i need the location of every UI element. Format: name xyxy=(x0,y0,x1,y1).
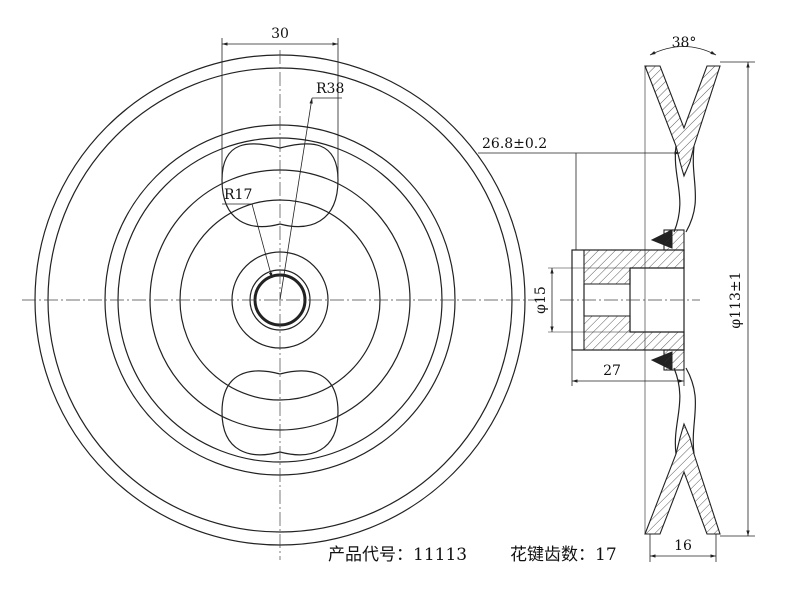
web-lower-left xyxy=(673,367,681,455)
lower-groove-flange xyxy=(644,422,721,535)
hub-diameter-label: φ15 xyxy=(533,286,549,314)
rim-width-label: 16 xyxy=(674,538,692,554)
outer-diameter-label: φ113±1 xyxy=(728,271,744,328)
side-section-view: 38° 26.8±0.2 φ15 27 φ113±1 16 xyxy=(478,35,755,562)
web-lower-right xyxy=(685,367,697,455)
inner-radius-label: R17 xyxy=(224,187,252,203)
angle-arc xyxy=(649,46,717,56)
slot-width-label: 30 xyxy=(271,26,289,42)
upper-groove-flange xyxy=(644,65,721,178)
hub-length-label: 27 xyxy=(603,363,621,379)
upper-opening xyxy=(221,143,339,228)
hub-flange-bottom xyxy=(663,349,685,371)
hub-lower-section xyxy=(572,315,685,351)
outer-radius-label: R38 xyxy=(316,81,344,97)
hub-upper-section xyxy=(572,249,685,285)
product-code-label: 产品代号：11113 xyxy=(328,545,467,565)
web-upper-right xyxy=(685,145,697,233)
footer-info: 产品代号：11113 花键齿数：17 xyxy=(328,545,617,565)
front-view: 30 R38 R17 xyxy=(22,26,540,560)
r17-leader xyxy=(251,203,273,279)
web-upper-left xyxy=(673,145,681,233)
lower-opening xyxy=(221,370,339,456)
groove-angle-label: 38° xyxy=(672,35,697,51)
r38-leader xyxy=(279,97,313,301)
groove-offset-label: 26.8±0.2 xyxy=(482,136,547,152)
hub-flange-top xyxy=(663,229,685,251)
spline-teeth-label: 花键齿数：17 xyxy=(510,545,617,565)
